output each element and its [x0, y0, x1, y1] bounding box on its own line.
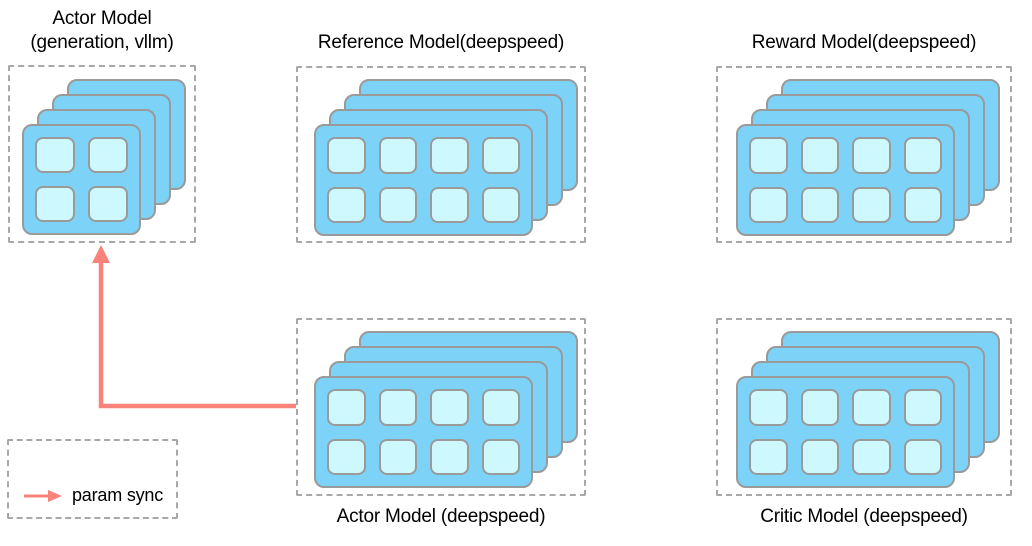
- critic-model-gpu-stack: [736, 331, 1000, 488]
- actor-deepspeed-label: Actor Model (deepspeed): [336, 506, 546, 527]
- gpu-chip: [35, 186, 75, 222]
- gpu-chip: [430, 389, 469, 426]
- gpu-chip: [903, 438, 942, 475]
- critic-model-box: [716, 318, 1012, 496]
- gpu-chip: [327, 389, 366, 426]
- gpu-chip: [378, 438, 417, 475]
- gpu-chip: [481, 186, 520, 223]
- reference-model-box: [296, 66, 586, 243]
- gpu-chip: [903, 389, 942, 426]
- actor-vllm-gpu-stack: [22, 79, 186, 235]
- gpu-chip: [852, 389, 891, 426]
- reference-model-title: Reference Model(deepspeed): [317, 32, 565, 53]
- gpu-card: [736, 124, 955, 236]
- gpu-chip: [903, 186, 942, 223]
- actor-deepspeed-gpu-stack: [314, 331, 578, 488]
- gpu-chip: [800, 186, 839, 223]
- gpu-chip: [481, 438, 520, 475]
- gpu-chip: [800, 438, 839, 475]
- reference-model-gpu-stack: [314, 79, 578, 236]
- gpu-chip: [378, 389, 417, 426]
- legend-box: param sync: [7, 439, 178, 519]
- gpu-chip: [800, 137, 839, 174]
- gpu-chip: [327, 186, 366, 223]
- gpu-chip: [481, 137, 520, 174]
- gpu-chip: [430, 137, 469, 174]
- gpu-card: [314, 124, 533, 236]
- gpu-card: [22, 124, 141, 235]
- legend-entry: param sync: [22, 485, 163, 506]
- gpu-chip: [430, 186, 469, 223]
- gpu-card: [736, 376, 955, 488]
- gpu-chip: [430, 438, 469, 475]
- gpu-chip: [378, 137, 417, 174]
- gpu-chip: [481, 389, 520, 426]
- gpu-chip: [852, 137, 891, 174]
- actor-vllm-title: Actor Model (generation, vllm): [2, 7, 202, 55]
- actor-vllm-title-line2: (generation, vllm): [30, 32, 174, 53]
- gpu-chip: [852, 438, 891, 475]
- reward-model-gpu-stack: [736, 79, 1000, 236]
- param-sync-arrow-icon: [24, 489, 62, 502]
- gpu-chip: [749, 137, 788, 174]
- gpu-card: [314, 376, 533, 488]
- reward-model-box: [716, 66, 1012, 243]
- actor-vllm-title-line1: Actor Model: [52, 8, 152, 29]
- gpu-chip: [800, 389, 839, 426]
- actor-deepspeed-box: [296, 318, 586, 496]
- critic-model-label: Critic Model (deepspeed): [760, 506, 968, 527]
- gpu-chip: [88, 137, 128, 173]
- gpu-chip: [852, 186, 891, 223]
- gpu-chip: [749, 438, 788, 475]
- gpu-chip: [749, 389, 788, 426]
- gpu-chip: [35, 137, 75, 173]
- gpu-chip: [88, 186, 128, 222]
- gpu-chip: [378, 186, 417, 223]
- gpu-chip: [903, 137, 942, 174]
- actor-vllm-box: [8, 65, 196, 243]
- gpu-chip: [327, 137, 366, 174]
- gpu-chip: [327, 438, 366, 475]
- legend-label: param sync: [72, 485, 164, 505]
- gpu-chip: [749, 186, 788, 223]
- reward-model-title: Reward Model(deepspeed): [751, 32, 977, 53]
